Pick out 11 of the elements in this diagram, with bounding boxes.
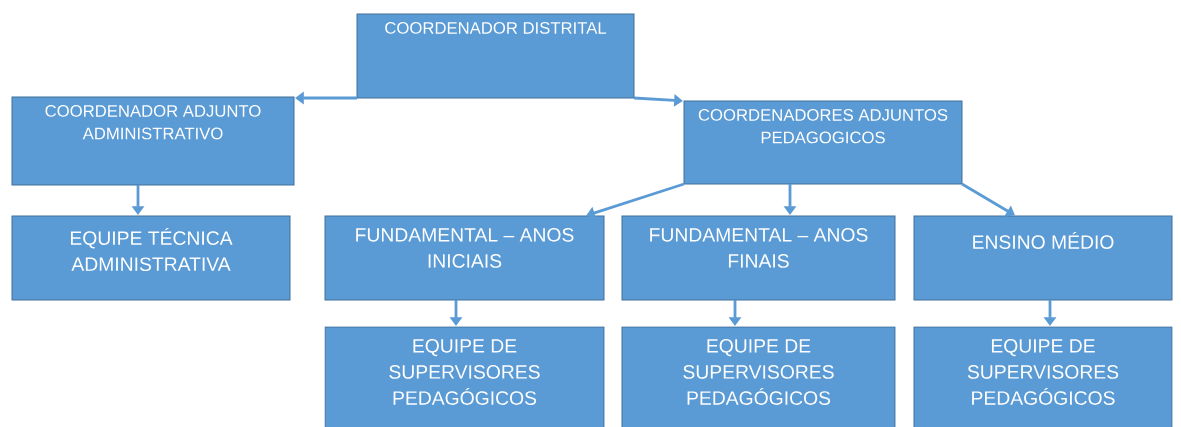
org-box: COORDENADOR DISTRITAL bbox=[356, 13, 635, 99]
org-box: FUNDAMENTAL – ANOS INICIAIS bbox=[324, 215, 605, 301]
org-box: COORDENADORES ADJUNTOS PEDAGOGICOS bbox=[683, 100, 963, 185]
org-box: EQUIPE DE SUPERVISORES PEDAGÓGICOS bbox=[621, 326, 896, 427]
org-box: EQUIPE DE SUPERVISORES PEDAGÓGICOS bbox=[324, 326, 605, 427]
org-box: FUNDAMENTAL – ANOS FINAIS bbox=[621, 215, 896, 301]
org-box: EQUIPE DE SUPERVISORES PEDAGÓGICOS bbox=[913, 326, 1173, 427]
org-box: EQUIPE TÉCNICA ADMINISTRATIVA bbox=[11, 215, 291, 301]
org-box: COORDENADOR ADJUNTO ADMINISTRATIVO bbox=[11, 96, 295, 186]
org-box: ENSINO MÉDIO bbox=[913, 215, 1173, 301]
arrow bbox=[586, 182, 685, 220]
